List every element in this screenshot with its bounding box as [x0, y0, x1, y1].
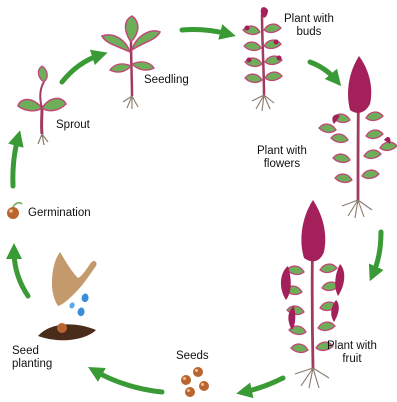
seed-planting-illustration [38, 252, 97, 340]
arrow-seeds-to-planting [95, 371, 162, 392]
germination-illustration [7, 203, 22, 219]
label-plant-with-flowers: Plant with flowers [257, 145, 307, 171]
water-drop-icon [69, 302, 74, 308]
label-seed-planting-line2: planting [12, 358, 52, 371]
arrow-flowers-to-fruit [373, 232, 381, 274]
seed-icon [57, 323, 67, 333]
label-plant-with-fruit-line1: Plant with [327, 340, 377, 353]
hand-icon [52, 252, 97, 306]
seeds-illustration [181, 367, 209, 397]
label-plant-with-fruit-line2: fruit [327, 353, 377, 366]
label-plant-with-buds: Plant with buds [284, 13, 334, 39]
plant-with-buds-illustration [243, 7, 282, 111]
label-plant-with-buds-line2: buds [284, 26, 334, 39]
label-plant-with-flowers-line2: flowers [257, 158, 307, 171]
arrow-fruit-to-seeds [244, 378, 283, 392]
seedling-illustration [102, 16, 160, 109]
label-seed-planting: Seed planting [12, 345, 52, 371]
label-plant-with-flowers-line1: Plant with [257, 145, 307, 158]
arrow-seedling-to-buds [182, 30, 228, 35]
soil-mound [38, 324, 96, 340]
plant-with-flowers-illustration [319, 56, 397, 218]
arrow-planting-to-germination [14, 251, 28, 296]
arrow-germination-to-sprout [13, 138, 18, 186]
label-seeds: Seeds [176, 350, 209, 363]
arrow-buds-to-flowers [310, 62, 336, 80]
arrow-sprout-to-seedling [62, 55, 100, 82]
water-drop-icon [78, 307, 85, 316]
sprout-illustration [18, 66, 66, 145]
seed-icon [7, 207, 19, 219]
water-drop-icon [82, 293, 89, 302]
label-germination: Germination [28, 207, 91, 220]
label-seedling: Seedling [144, 74, 189, 87]
label-plant-with-buds-line1: Plant with [284, 13, 334, 26]
label-sprout: Sprout [56, 119, 90, 132]
label-seed-planting-line1: Seed [12, 345, 52, 358]
label-plant-with-fruit: Plant with fruit [327, 340, 377, 366]
